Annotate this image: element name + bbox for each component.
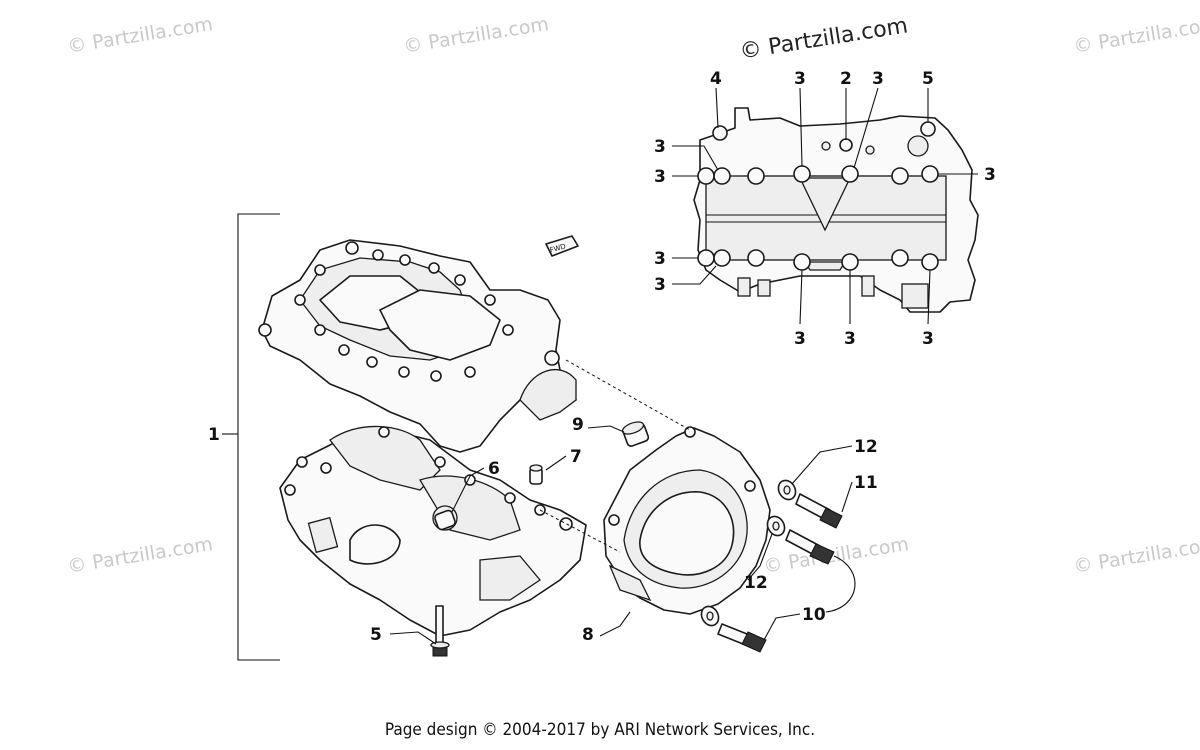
washer-12-middle bbox=[766, 515, 786, 537]
callout-6: 6 bbox=[488, 459, 500, 479]
callout-5: 5 bbox=[370, 625, 382, 645]
callout-3: 3 bbox=[984, 165, 996, 185]
callout-10: 10 bbox=[802, 605, 826, 625]
bushing-9 bbox=[621, 421, 650, 447]
crankcase-cover bbox=[603, 426, 771, 615]
inset-bolt-holes bbox=[697, 121, 939, 271]
callout-3: 3 bbox=[922, 329, 934, 349]
callout-3: 3 bbox=[872, 69, 884, 89]
callout-3: 3 bbox=[844, 329, 856, 349]
callout-2: 2 bbox=[840, 69, 852, 89]
assembly-bracket bbox=[237, 213, 280, 661]
alignment-line bbox=[565, 359, 691, 431]
screw-10-upper bbox=[785, 529, 835, 565]
leader-lines bbox=[389, 87, 978, 645]
callout-12: 12 bbox=[854, 437, 878, 457]
callout-3: 3 bbox=[794, 69, 806, 89]
callout-9: 9 bbox=[572, 415, 584, 435]
washer-12-upper bbox=[777, 479, 797, 501]
lower-crankcase-half bbox=[279, 425, 587, 637]
callout-12: 12 bbox=[744, 573, 768, 593]
callout-8: 8 bbox=[582, 625, 594, 645]
screw-10-lower bbox=[717, 623, 767, 653]
dowel-pin-6 bbox=[434, 509, 456, 531]
dowel-pin-7 bbox=[529, 464, 543, 485]
callout-7: 7 bbox=[570, 447, 582, 467]
upper-case-holes bbox=[258, 241, 560, 382]
callout-3: 3 bbox=[654, 275, 666, 295]
callout-labels: 1 4 3 2 3 5 3 3 3 3 3 3 3 3 9 7 6 12 11 … bbox=[208, 69, 996, 645]
callout-3: 3 bbox=[654, 137, 666, 157]
washer-12-lower bbox=[700, 605, 720, 627]
page-footer: Page design © 2004-2017 by ARI Network S… bbox=[384, 720, 816, 740]
callout-4: 4 bbox=[710, 69, 722, 89]
callout-3: 3 bbox=[654, 249, 666, 269]
callout-5: 5 bbox=[922, 69, 934, 89]
callout-3: 3 bbox=[794, 329, 806, 349]
upper-crankcase-half bbox=[258, 239, 577, 453]
lower-case-holes bbox=[284, 426, 573, 531]
callout-11: 11 bbox=[854, 473, 878, 493]
forward-arrow-tag: FWD bbox=[545, 235, 579, 257]
screw-11 bbox=[795, 493, 843, 529]
callout-1: 1 bbox=[208, 425, 220, 445]
crankcase-top-view bbox=[693, 107, 979, 313]
callout-3: 3 bbox=[654, 167, 666, 187]
